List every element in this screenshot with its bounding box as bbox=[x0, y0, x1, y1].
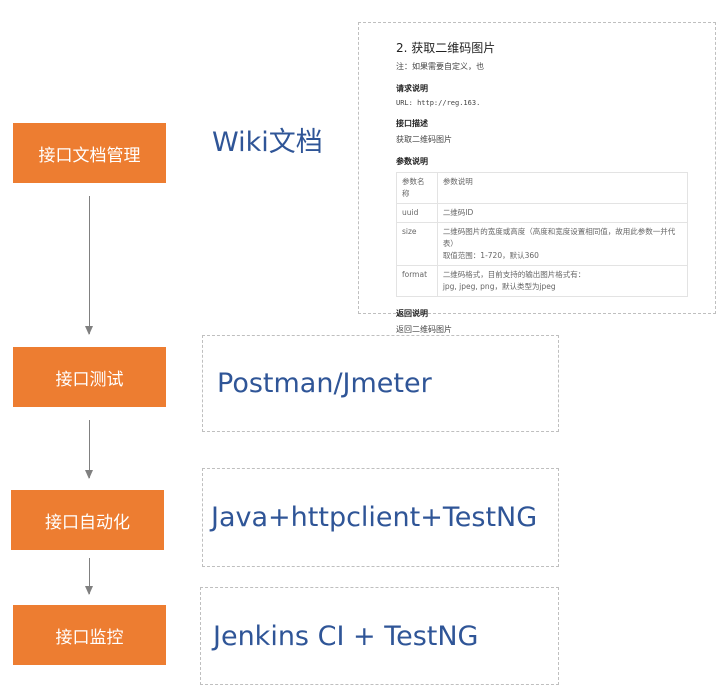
tool-java-httpclient-testng: Java+httpclient+TestNG bbox=[211, 502, 538, 533]
arrow-down bbox=[85, 196, 93, 335]
header-cell: 参数名称 bbox=[396, 172, 438, 204]
step-api-monitoring: 接口监控 bbox=[13, 605, 166, 665]
table-row: format 二维码格式，目前支持的输出图片格式有： jpg, jpeg, png，… bbox=[396, 265, 689, 297]
cell: 二维码图片的宽度或高度（高度和宽度设置相同值，故用此参数一并代表） 取值范围：1-… bbox=[436, 222, 689, 266]
cell: 二维码ID bbox=[436, 203, 689, 223]
cell: 二维码格式，目前支持的输出图片格式有： jpg, jpeg, png，默认类型为j… bbox=[436, 265, 689, 297]
arrow-down bbox=[85, 420, 93, 479]
doc-title: 2. 获取二维码图片 bbox=[396, 41, 496, 55]
cell: format bbox=[396, 265, 438, 297]
doc-note: 注：如果需要自定义，也 bbox=[396, 62, 484, 71]
wiki-doc-screenshot: 2. 获取二维码图片 注：如果需要自定义，也 请求说明 URL: http://… bbox=[358, 22, 716, 334]
cell-line: 二维码图片的宽度或高度（高度和宽度设置相同值，故用此参数一并代表） bbox=[442, 227, 676, 248]
doc-return-heading: 返回说明 bbox=[396, 309, 428, 318]
tool-box-testing: Postman/Jmeter bbox=[202, 335, 559, 432]
doc-url: URL: http://reg.163. bbox=[396, 99, 481, 107]
step-api-doc-management: 接口文档管理 bbox=[13, 123, 166, 183]
cell: uuid bbox=[396, 203, 438, 223]
header-cell: 参数说明 bbox=[436, 172, 689, 204]
arrow-down bbox=[85, 558, 93, 595]
cell-line: 二维码格式，目前支持的输出图片格式有： bbox=[442, 270, 586, 279]
doc-return: 返回二维码图片 bbox=[396, 325, 452, 334]
tool-postman-jmeter: Postman/Jmeter bbox=[217, 368, 432, 399]
cell-line: 取值范围：1-720，默认360 bbox=[442, 251, 539, 260]
step-api-testing: 接口测试 bbox=[13, 347, 166, 407]
doc-desc: 获取二维码图片 bbox=[396, 135, 452, 144]
tool-box-automation: Java+httpclient+TestNG bbox=[202, 468, 559, 567]
cell: size bbox=[396, 222, 438, 266]
tool-jenkins-testng: Jenkins CI + TestNG bbox=[213, 620, 479, 652]
doc-desc-heading: 接口描述 bbox=[396, 119, 428, 128]
tool-wiki: Wiki文档 bbox=[212, 127, 323, 158]
tool-box-monitoring: Jenkins CI + TestNG bbox=[200, 587, 559, 685]
table-header-row: 参数名称参数说明 bbox=[396, 172, 689, 204]
step-api-automation: 接口自动化 bbox=[11, 490, 164, 550]
cell-line: jpg, jpeg, png，默认类型为jpeg bbox=[442, 282, 556, 291]
doc-request-heading: 请求说明 bbox=[396, 84, 428, 93]
doc-params-heading: 参数说明 bbox=[396, 157, 428, 166]
